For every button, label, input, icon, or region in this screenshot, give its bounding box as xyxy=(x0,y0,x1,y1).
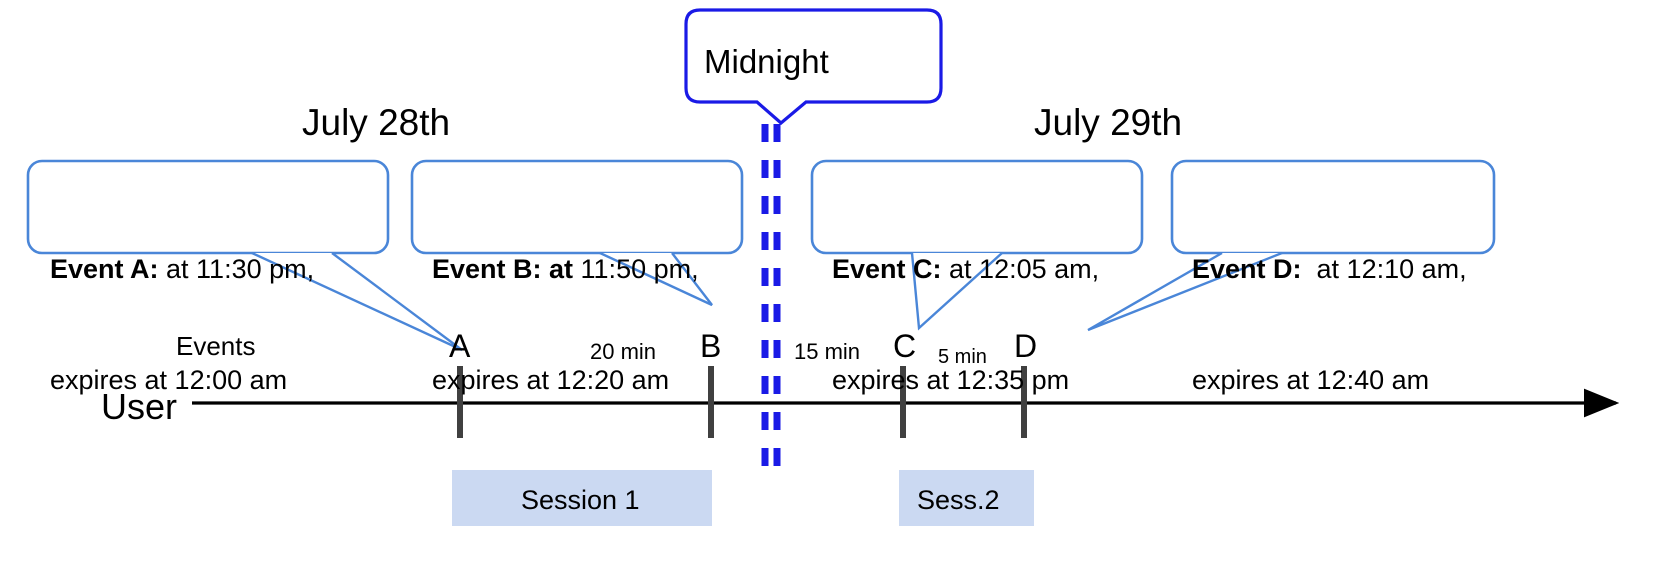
event-a-line2: expires at 12:00 am xyxy=(50,365,288,396)
event-c-callout-text: Event C: at 12:05 am, expires at 12:35 p… xyxy=(832,176,1099,474)
marker-letter-a: A xyxy=(449,328,471,364)
user-row-label: User xyxy=(101,386,178,427)
event-c-bold-label: Event C: xyxy=(832,253,942,284)
interval-label-c-to-d: 5 min xyxy=(938,346,987,368)
event-d-line1-rest: at 12:10 am, xyxy=(1301,253,1467,284)
interval-label-a-to-b: 20 min xyxy=(590,339,657,364)
event-a-line1-rest: at 11:30 pm, xyxy=(158,253,315,284)
date-label-july-28: July 28th xyxy=(302,102,451,143)
event-a-callout-text: Event A: at 11:30 pm, expires at 12:00 a… xyxy=(50,176,314,474)
midnight-label: Midnight xyxy=(704,43,829,80)
session-1-label: Session 1 xyxy=(521,485,640,515)
midnight-callout-shape xyxy=(684,8,943,126)
event-b-callout-text: Event B: at 11:50 pm, expires at 12:20 a… xyxy=(432,176,699,474)
session-2-label: Sess.2 xyxy=(917,485,1000,515)
event-d-callout-text: Event D: at 12:10 am, expires at 12:40 a… xyxy=(1192,176,1467,474)
marker-letter-c: C xyxy=(893,328,917,364)
event-b-line2: expires at 12:20 am xyxy=(432,365,670,396)
event-d-callout-box xyxy=(1170,159,1496,255)
date-label-july-29: July 29th xyxy=(1034,102,1183,143)
event-d-callout-tail xyxy=(1087,251,1283,332)
events-row-label: Events xyxy=(176,331,256,361)
event-b-callout-box xyxy=(410,159,744,255)
session-2-box xyxy=(899,470,1034,526)
event-b-bold-label: Event B: at xyxy=(432,253,574,284)
session-1-box xyxy=(452,470,712,526)
event-a-bold-label: Event A: xyxy=(50,253,159,284)
event-b-line1-rest: 11:50 pm, xyxy=(573,253,699,284)
marker-letter-b: B xyxy=(700,328,722,364)
event-d-line2: expires at 12:40 am xyxy=(1192,365,1430,396)
event-a-callout-tail xyxy=(251,251,463,352)
interval-label-b-to-c: 15 min xyxy=(794,339,861,364)
event-b-callout-tail xyxy=(599,251,713,307)
event-c-callout-tail xyxy=(910,252,1003,331)
event-a-callout-box xyxy=(26,159,390,255)
marker-letter-d: D xyxy=(1014,328,1038,364)
event-c-line2: expires at 12:35 pm xyxy=(832,365,1070,396)
event-d-bold-label: Event D: xyxy=(1192,253,1302,284)
event-c-line1-rest: at 12:05 am, xyxy=(941,253,1100,284)
